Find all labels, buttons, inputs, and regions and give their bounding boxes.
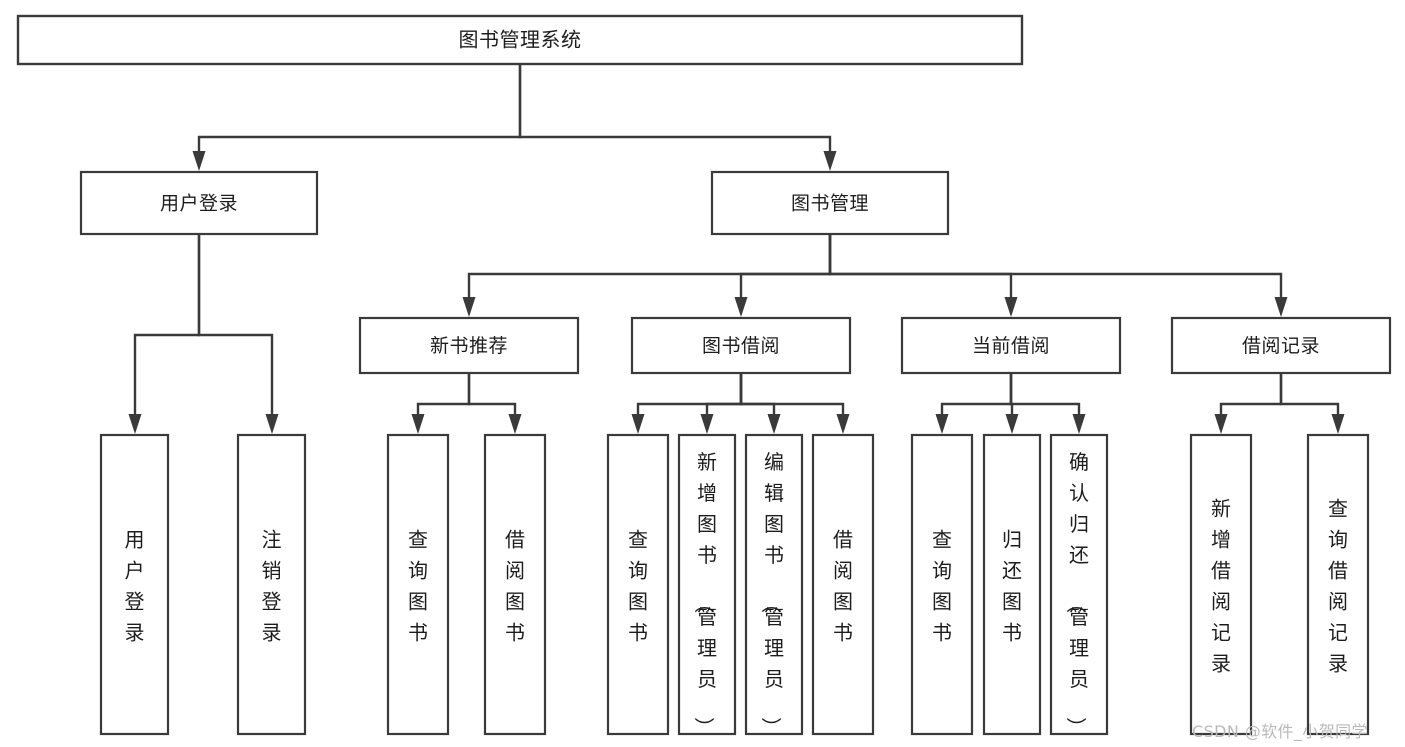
node-label: 注销登录 [262, 528, 282, 645]
node-box [79, 170, 319, 236]
arrow-head-icon [265, 414, 279, 434]
node-label: 新增图书（管理员） [692, 450, 717, 737]
node-leaf-edit-book[interactable]: 编辑图书（管理员） [744, 433, 804, 737]
arrow-head-icon [700, 414, 714, 434]
node-label: 借阅记录 [1242, 335, 1320, 357]
node-label: 查询借阅记录 [1328, 497, 1348, 676]
node-leaf-borrow-book[interactable]: 借阅图书 [811, 433, 875, 736]
node-book-borrow[interactable]: 图书借阅 [630, 316, 852, 375]
arrow-head-icon [935, 414, 949, 434]
node-leaf-add-borrow-record[interactable]: 新增借阅记录 [1189, 433, 1253, 736]
connector-user-login-to-leaf-user-login [128, 234, 201, 434]
connector-new-book-recommend-to-leaf-borrow-book-recommend [467, 373, 522, 434]
csdn-watermark: CSDN @软件_小贺同学 [1192, 722, 1368, 741]
arrow-head-icon [508, 414, 522, 434]
arrow-head-icon [823, 151, 837, 171]
node-label: 借阅图书 [833, 528, 853, 645]
node-leaf-query-book-borrow[interactable]: 查询图书 [606, 433, 670, 736]
node-label: 新书推荐 [430, 335, 508, 357]
connector-book-management-to-current-borrow [828, 234, 1018, 317]
node-label: 用户登录 [160, 193, 238, 215]
connector-root-to-book-management [518, 64, 837, 171]
node-borrow-record[interactable]: 借阅记录 [1170, 316, 1392, 375]
node-box [99, 433, 170, 736]
node-leaf-query-book-recommend[interactable]: 查询图书 [386, 433, 450, 736]
node-new-book-recommend[interactable]: 新书推荐 [358, 316, 580, 375]
node-box [630, 316, 852, 375]
node-box [16, 14, 1024, 66]
arrow-head-icon [1005, 414, 1019, 434]
node-leaf-user-login[interactable]: 用户登录 [99, 433, 170, 736]
node-box [744, 433, 804, 736]
connector-book-management-to-new-book-recommend [462, 234, 832, 317]
node-box [236, 433, 307, 736]
node-leaf-confirm-return[interactable]: 确认归还（管理员） [1049, 433, 1109, 737]
node-box [1189, 433, 1253, 736]
arrow-head-icon [1004, 297, 1018, 317]
arrow-head-icon [411, 414, 425, 434]
connector-new-book-recommend-to-leaf-query-book-recommend [411, 373, 471, 434]
connector-root-to-user-login [192, 64, 522, 171]
arrow-head-icon [462, 297, 476, 317]
node-box [677, 433, 737, 736]
node-label: 确认归还（管理员） [1064, 450, 1089, 737]
node-label: 图书管理 [791, 193, 869, 215]
node-box [900, 316, 1122, 375]
node-box [483, 433, 547, 736]
node-box [1049, 433, 1109, 736]
edges-layer [128, 64, 1345, 434]
node-leaf-query-borrow-record[interactable]: 查询借阅记录 [1306, 433, 1370, 736]
arrow-head-icon [128, 414, 142, 434]
node-box [982, 433, 1042, 736]
node-label: 查询图书 [408, 528, 428, 645]
node-root[interactable]: 图书管理系统 [16, 14, 1024, 66]
arrow-head-icon [192, 151, 206, 171]
node-label: 编辑图书（管理员） [759, 450, 784, 737]
node-label: 用户登录 [125, 528, 145, 645]
node-label: 查询图书 [932, 528, 952, 645]
connector-current-borrow-to-leaf-confirm-return [1009, 373, 1086, 434]
arrow-head-icon [1214, 414, 1228, 434]
node-leaf-borrow-book-recommend[interactable]: 借阅图书 [483, 433, 547, 736]
connector-book-management-to-book-borrow [734, 234, 832, 317]
node-label: 借阅图书 [505, 528, 525, 645]
arrow-head-icon [734, 297, 748, 317]
node-box [910, 433, 974, 736]
node-box [358, 316, 580, 375]
arrow-head-icon [1072, 414, 1086, 434]
connector-book-borrow-to-leaf-add-book [700, 373, 743, 434]
connector-current-borrow-to-leaf-query-book-current [935, 373, 1013, 434]
node-leaf-query-book-current[interactable]: 查询图书 [910, 433, 974, 736]
node-box [1170, 316, 1392, 375]
node-book-management[interactable]: 图书管理 [710, 170, 950, 236]
node-leaf-user-logout[interactable]: 注销登录 [236, 433, 307, 736]
node-box [811, 433, 875, 736]
arrow-head-icon [1331, 414, 1345, 434]
connector-borrow-record-to-leaf-query-borrow-record [1279, 373, 1345, 434]
node-label: 图书借阅 [702, 335, 780, 357]
node-leaf-return-book[interactable]: 归还图书 [982, 433, 1042, 736]
node-leaf-add-book[interactable]: 新增图书（管理员） [677, 433, 737, 737]
node-box [710, 170, 950, 236]
arrow-head-icon [1274, 297, 1288, 317]
connector-borrow-record-to-leaf-add-borrow-record [1214, 373, 1283, 434]
node-label: 当前借阅 [972, 335, 1050, 357]
node-user-login[interactable]: 用户登录 [79, 170, 319, 236]
node-label: 图书管理系统 [459, 28, 582, 52]
node-label: 归还图书 [1002, 528, 1022, 645]
node-label: 新增借阅记录 [1211, 497, 1231, 676]
node-label: 查询图书 [628, 528, 648, 645]
arrow-head-icon [767, 414, 781, 434]
node-box [1306, 433, 1370, 736]
connector-book-borrow-to-leaf-borrow-book [739, 373, 850, 434]
node-box [386, 433, 450, 736]
nodes-layer: 图书管理系统用户登录图书管理新书推荐图书借阅当前借阅借阅记录用户登录注销登录查询… [16, 14, 1392, 737]
arrow-head-icon [631, 414, 645, 434]
connector-book-management-to-borrow-record [828, 234, 1288, 317]
arrow-head-icon [836, 414, 850, 434]
node-box [606, 433, 670, 736]
node-current-borrow[interactable]: 当前借阅 [900, 316, 1122, 375]
connector-user-login-to-leaf-user-logout [197, 234, 279, 434]
